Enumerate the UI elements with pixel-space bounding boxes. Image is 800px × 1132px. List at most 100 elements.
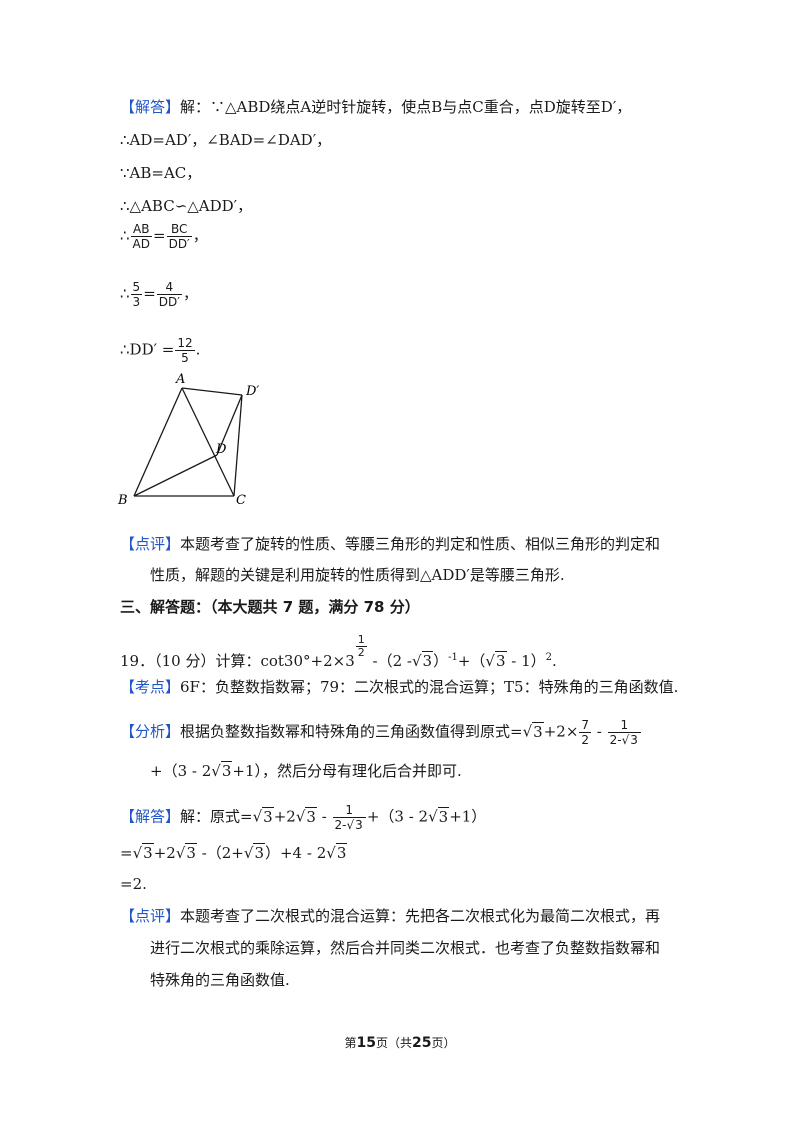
radicand: 3 — [437, 806, 450, 826]
expr-part: +（3 - 2 — [366, 807, 429, 826]
fraction-numerator: AB — [130, 222, 152, 237]
radicand: 3 — [421, 651, 434, 670]
expr-part: ）+4 - 2 — [264, 844, 327, 862]
sqrt-3: √3 — [485, 651, 507, 670]
radicand: 3 — [629, 732, 639, 747]
fraction-denominator: 2-√3 — [333, 817, 366, 832]
segment-cd-prime — [233, 394, 243, 497]
denominator-part: 2- — [334, 818, 347, 832]
expr-part: -（2 - — [367, 652, 412, 670]
result-label: ∴DD′ = — [120, 340, 175, 359]
sqrt-3: √3 — [132, 843, 154, 862]
expr-part: - — [592, 722, 607, 741]
power-base: 3 — [345, 652, 355, 670]
punctuation: ， — [192, 226, 208, 245]
page-footer: 第15页（共25页） — [0, 1034, 800, 1051]
comment2-line-3: 特殊角的三角函数值. — [150, 971, 290, 989]
footer-text: 第 — [344, 1036, 357, 1050]
label-a: A — [175, 372, 185, 387]
footer-text: 页（共 — [375, 1036, 412, 1050]
punctuation: . — [195, 340, 201, 359]
sqrt-3: √3 — [243, 843, 265, 862]
page-total: 25 — [412, 1035, 432, 1051]
solution2-line-2: =√3+2√3 -（2+√3）+4 - 2√3 — [120, 842, 348, 864]
fraction-numerator: 1 — [607, 718, 641, 733]
expr-part: +2× — [543, 722, 579, 741]
punctuation: ， — [182, 284, 198, 303]
comment-tag: 【点评】 — [120, 535, 181, 553]
label-c: C — [236, 493, 246, 508]
fraction-denominator: 2 — [581, 733, 590, 747]
denominator-part: 2- — [609, 733, 622, 747]
fraction-denominator: 2 — [357, 646, 365, 659]
exponent-neg-one: -1 — [448, 652, 458, 663]
solution-line-3: ∵AB=AC， — [120, 164, 202, 182]
segment-ab — [133, 387, 183, 497]
sqrt-3: √3 — [411, 651, 434, 670]
geometry-figure: A B C D D′ — [117, 372, 259, 508]
fenxi-tag: 【分析】 — [120, 722, 181, 741]
section-heading: 三、解答题：（本大题共 7 题，满分 78 分） — [120, 598, 420, 616]
solution-line-2: ∴AD=AD′，∠BAD=∠DAD′， — [120, 131, 332, 149]
fraction-denominator: 3 — [132, 295, 141, 309]
comment-line-1: 【点评】本题考查了旋转的性质、等腰三角形的判定和性质、相似三角形的判定和 — [120, 533, 660, 555]
fraction-denominator: DD′ — [158, 295, 180, 309]
page-number: 15 — [356, 1035, 376, 1051]
punctuation: . — [552, 652, 557, 670]
therefore-symbol: ∴ — [120, 284, 130, 303]
solution2-line-3: =2. — [120, 875, 147, 893]
kaodian-line: 【考点】6F：负整数指数幂；79：二次根式的混合运算；T5：特殊角的三角函数值. — [120, 676, 678, 698]
expr-part: -（2+ — [196, 844, 244, 862]
fraction-denominator: 2-√3 — [608, 732, 641, 747]
solution-line-4: ∴△ABC∽△ADD′， — [120, 197, 253, 215]
fraction-numerator: 7 — [579, 718, 592, 733]
comment-text-1: 本题考查了二次根式的混合运算：先把各二次根式化为最简二次根式，再 — [180, 907, 661, 925]
sqrt-3: √3 — [326, 843, 348, 862]
comment2-line-1: 【点评】本题考查了二次根式的混合运算：先把各二次根式化为最简二次根式，再 — [120, 905, 660, 927]
sqrt-3: √3 — [621, 732, 639, 747]
expr-part: = — [120, 844, 133, 862]
segment-dd-prime — [216, 394, 243, 456]
fenxi-line-2: +（3 - 2√3+1），然后分母有理化后合并即可. — [150, 760, 462, 782]
question-score: （10 分）计算：cot30°+2× — [154, 652, 346, 670]
fraction-denominator: DD′ — [168, 237, 190, 251]
comment-line-2: 性质，解题的关键是利用旋转的性质得到△ADD′是等腰三角形. — [150, 566, 565, 584]
expr-part: - — [316, 807, 332, 826]
comment-tag: 【点评】 — [120, 907, 181, 925]
sqrt-3: √3 — [175, 843, 197, 862]
sqrt-3: √3 — [252, 806, 274, 826]
expr-part: +1） — [449, 807, 487, 826]
expr-part: +（3 - 2 — [150, 762, 212, 780]
segment-ad-prime — [181, 387, 243, 396]
question-number: 19． — [120, 652, 155, 670]
segment-ac — [181, 387, 235, 497]
fraction-numerator: 12 — [175, 336, 195, 351]
fraction-numerator: BC — [166, 222, 192, 237]
radicand: 3 — [494, 651, 507, 670]
expr-part: 解：原式= — [180, 807, 253, 826]
expr-part: +2 — [153, 844, 176, 862]
kaodian-tag: 【考点】 — [120, 678, 181, 696]
radicand: 3 — [220, 761, 233, 780]
expr-part: +1），然后分母有理化后合并即可. — [232, 762, 462, 780]
fraction-denominator: AD — [132, 237, 150, 251]
kaodian-text: 6F：负整数指数幂；79：二次根式的混合运算；T5：特殊角的三角函数值. — [180, 678, 679, 696]
fenxi-text: 根据负整数指数幂和特殊角的三角函数值得到原式= — [180, 722, 523, 741]
sqrt-3: √3 — [428, 806, 450, 826]
exponent-square: 2 — [545, 652, 553, 663]
fraction-numerator: 1 — [355, 633, 367, 647]
expr-part: - 1） — [506, 652, 546, 670]
label-b: B — [117, 493, 128, 508]
